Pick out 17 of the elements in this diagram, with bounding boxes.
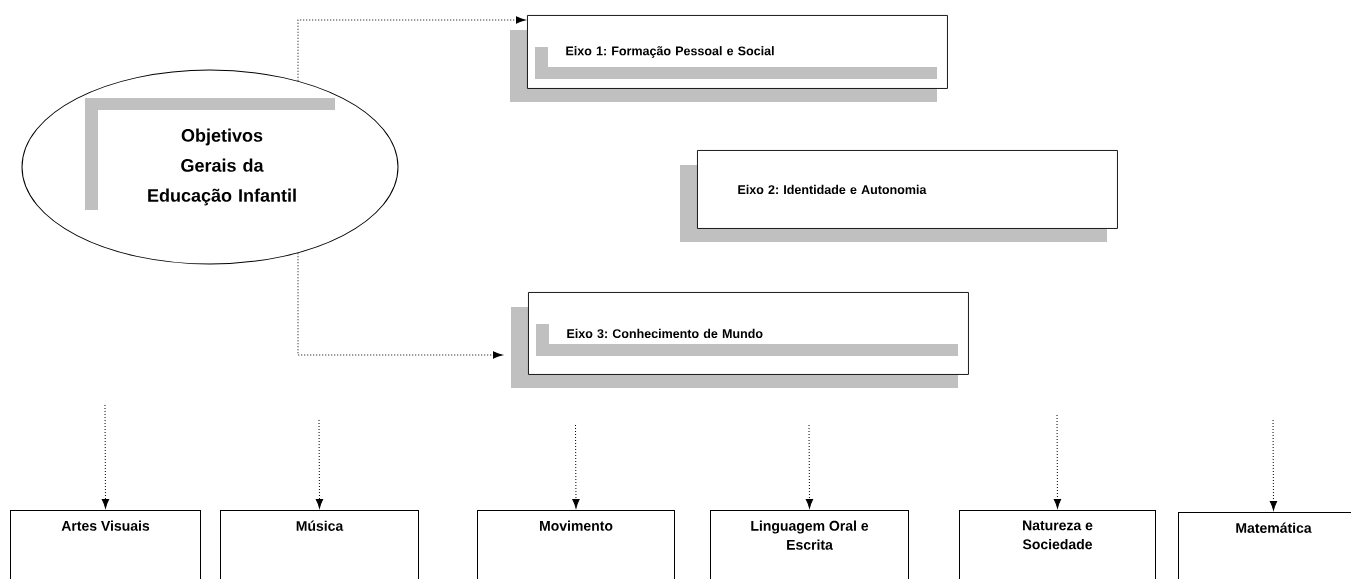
axis-box: Eixo 1: Formação Pessoal e Social xyxy=(510,15,948,102)
arrow xyxy=(805,424,814,509)
axis-box: Eixo 2: Identidade e Autonomia xyxy=(680,150,1118,242)
area-box: Matemática xyxy=(1178,512,1351,579)
area-box: Natureza e Sociedade xyxy=(959,510,1156,579)
arrow xyxy=(101,404,110,509)
arrow xyxy=(1053,414,1062,509)
arrow xyxy=(516,16,526,24)
area-box: Linguagem Oral e Escrita xyxy=(710,510,909,579)
area-box: Artes Visuais xyxy=(10,510,201,579)
arrow xyxy=(572,424,580,509)
area-box: Música xyxy=(220,510,419,579)
arrow xyxy=(493,351,503,359)
arrow xyxy=(315,419,324,509)
axis-box: Eixo 3: Conhecimento de Mundo xyxy=(511,292,969,388)
arrow xyxy=(1269,419,1278,511)
area-box: Movimento xyxy=(477,510,675,579)
